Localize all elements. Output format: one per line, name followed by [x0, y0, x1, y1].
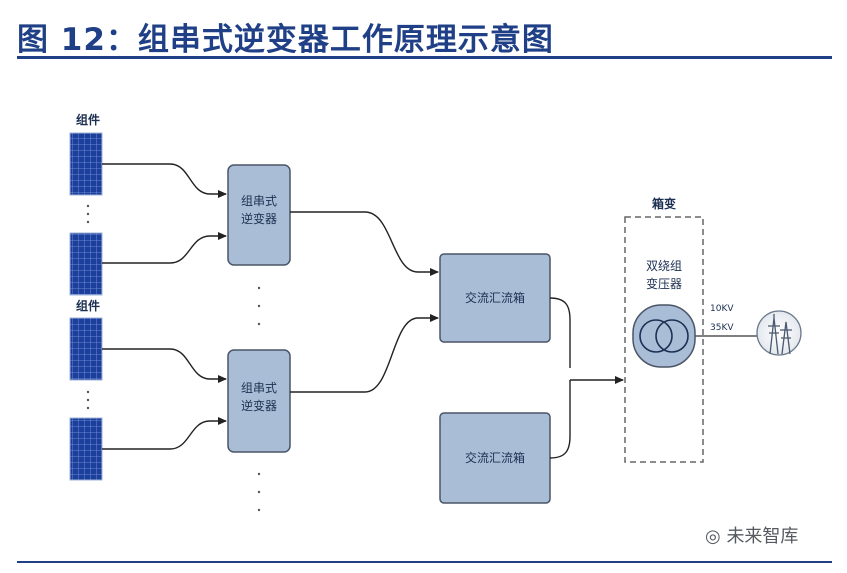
connector-panel4-inverter2	[102, 417, 227, 450]
wechat-icon: ◎	[705, 526, 727, 547]
watermark-text: 未来智库	[726, 526, 799, 547]
transformer-coil-right	[655, 319, 689, 353]
voltage-label-35kv: 35KV	[710, 323, 734, 333]
transformer-label-line1: 双绕组	[646, 259, 682, 273]
ac-combiner-box-1-label: 交流汇流箱	[465, 290, 525, 305]
connector-panel2-inverter1	[102, 232, 227, 264]
box-transformer-frame	[624, 216, 704, 463]
box-transformer-label: 箱变	[652, 196, 676, 211]
connector-combiner1-bus	[549, 297, 571, 368]
inverter-ellipsis-1	[257, 286, 261, 326]
connector-combiner2-bus	[549, 380, 571, 459]
connector-inverter1-combiner1	[290, 211, 439, 276]
transformer-label-line2: 变压器	[646, 276, 682, 291]
panel-ellipsis-2	[86, 390, 90, 410]
string-inverter-2	[227, 349, 291, 453]
connector-panel1-inverter1	[102, 163, 227, 198]
grid-tower-icon	[768, 314, 792, 355]
module-label-1: 组件	[76, 112, 100, 127]
connectors	[102, 163, 624, 459]
string-inverter-2-line2: 逆变器	[241, 398, 277, 413]
footer-rule	[17, 561, 832, 563]
transformer-symbol-body	[632, 304, 696, 368]
string-inverter-1	[227, 164, 291, 266]
pv-panel-1	[69, 132, 103, 196]
transformer-coil-left	[639, 319, 673, 353]
string-inverter-1-line2: 逆变器	[241, 211, 277, 226]
voltage-label-10kv: 10KV	[710, 304, 734, 314]
panel-ellipsis-1	[86, 204, 90, 224]
watermark: ◎ 未来智库	[705, 522, 798, 548]
pv-panel-2	[69, 232, 103, 296]
title-rule	[17, 56, 832, 59]
inverter-ellipsis-2	[257, 472, 261, 512]
ac-combiner-box-2-label: 交流汇流箱	[465, 450, 525, 465]
pv-panel-3	[69, 317, 103, 381]
module-label-2: 组件	[76, 298, 100, 313]
connector-inverter2-combiner1	[290, 314, 439, 393]
string-inverter-2-line1: 组串式	[241, 381, 277, 395]
string-inverter-1-line1: 组串式	[241, 194, 277, 208]
page-title: 图 12：组串式逆变器工作原理示意图	[17, 22, 554, 58]
connector-panel3-inverter2	[102, 348, 227, 383]
pv-panel-4	[69, 417, 103, 481]
